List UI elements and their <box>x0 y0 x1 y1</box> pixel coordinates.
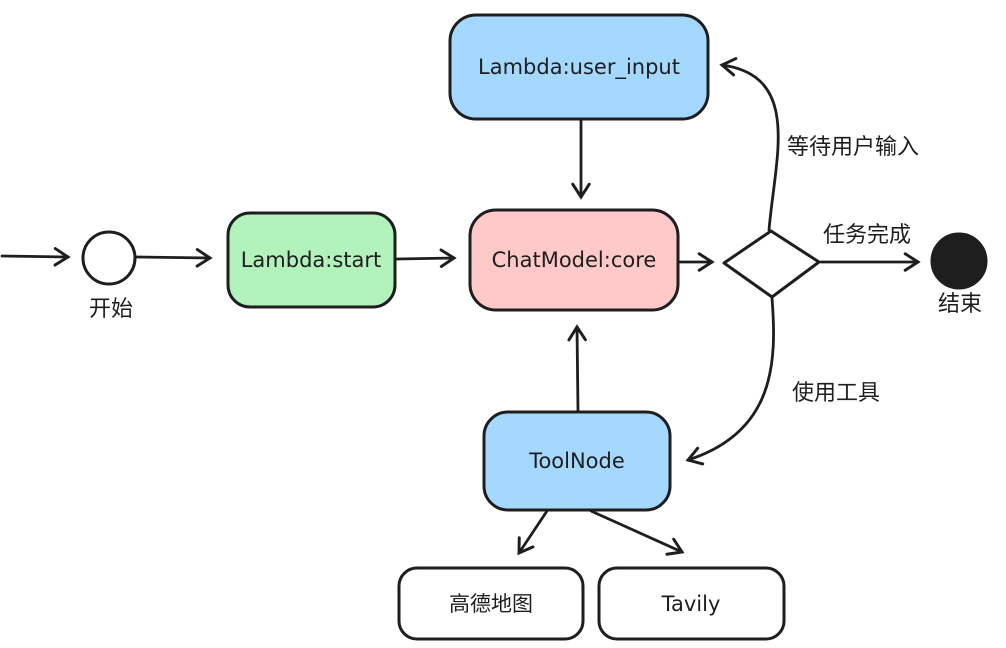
end-circle-shape <box>930 232 988 290</box>
chatmodel-core-shape <box>468 208 680 312</box>
edge-lambda-start-to-chatmodel <box>395 248 457 268</box>
node-chatmodel-core: ChatModel:core <box>468 208 680 312</box>
lambda-user-input-label: Lambda:user_input <box>478 55 680 80</box>
gaode-map-label: 高德地图 <box>449 592 533 616</box>
lambda-start-shape <box>226 211 397 309</box>
edge-toolnode-to-chatmodel <box>567 324 587 413</box>
edge-toolnode-to-gaode <box>517 509 549 556</box>
edge-start-to-lambda-start <box>135 248 213 268</box>
edge-diamond-to-toolnode <box>685 296 775 466</box>
node-lambda-start: Lambda:start <box>226 211 397 309</box>
toolnode-label: ToolNode <box>528 449 625 473</box>
chatmodel-core-label: ChatModel:core <box>492 248 657 272</box>
node-toolnode: ToolNode <box>482 410 672 512</box>
node-tavily: Tavily <box>597 566 786 641</box>
edge-entry-arrow <box>0 247 71 267</box>
lambda-start-label: Lambda:start <box>241 248 382 272</box>
edge-label-use-tools: 使用工具 <box>792 381 880 406</box>
end-circle-label: 结束 <box>938 292 982 317</box>
node-end-circle: 结束 <box>930 232 988 317</box>
start-circle-shape <box>81 230 137 286</box>
node-lambda-user-input: Lambda:user_input <box>448 13 710 121</box>
node-start-circle: 开始 <box>81 230 137 322</box>
tavily-label: Tavily <box>661 592 721 616</box>
tavily-shape <box>597 566 786 641</box>
decision-diamond-shape <box>722 229 821 299</box>
node-gaode-map: 高德地图 <box>397 566 585 641</box>
start-circle-label: 开始 <box>89 297 133 322</box>
edge-toolnode-to-tavily <box>589 509 685 556</box>
edge-diamond-to-user-input <box>719 57 780 232</box>
edge-label-wait-user-input: 等待用户输入 <box>787 135 919 160</box>
toolnode-shape <box>482 410 672 512</box>
lambda-user-input-shape <box>448 13 710 121</box>
gaode-map-shape <box>397 566 585 641</box>
edge-label-task-complete: 任务完成 <box>823 223 911 248</box>
